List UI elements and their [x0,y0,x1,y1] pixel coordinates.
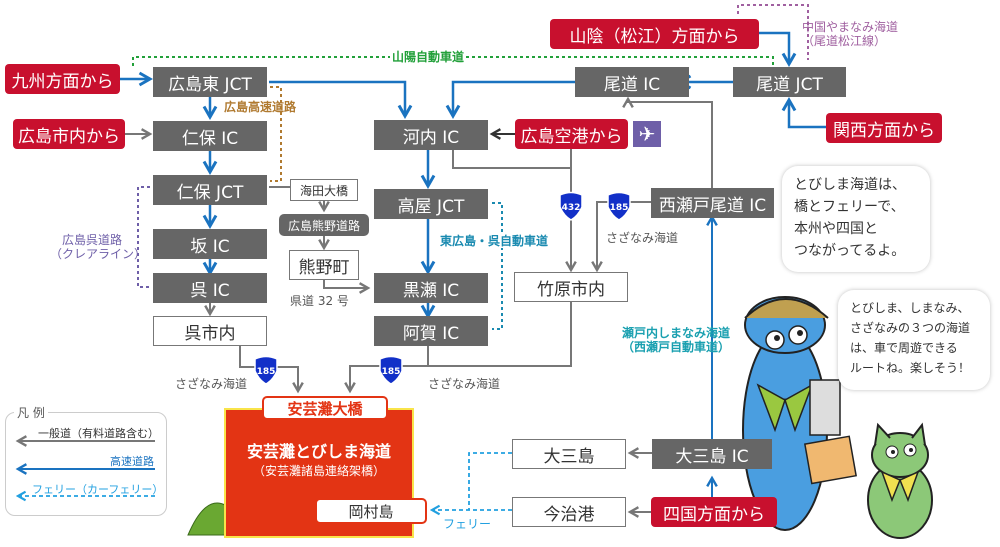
label-prefectural-road-32: 県道 32 号 [290,294,349,308]
place-imabari-port[interactable]: 今治港 [512,497,626,527]
airplane-icon: ✈ [633,121,661,147]
road-hiroshima-kumano: 広島熊野道路 [279,214,369,236]
chugoku-yamanami-line [737,4,809,60]
label-kure-road-sub: （クレアライン） [50,247,147,261]
route-shield-432-number: 432 [562,203,581,213]
higashihiroshima-kure-line [492,202,503,330]
ic-nishiseto-onomichi[interactable]: 西瀬戸尾道 IC [651,188,774,218]
label-chugoku-yamanami-sub: （尾道松江線） [802,34,887,48]
origin-airport[interactable]: 広島空港から [515,119,628,149]
label-ferry: フェリー [443,517,492,531]
place-kaita-bridge[interactable]: 海田大橋 [290,179,358,201]
place-takehara-city[interactable]: 竹原市内 [514,272,628,302]
route-shield-185-a: 185 [253,355,279,385]
label-sazanami-right: さざなみ海道 [606,231,679,245]
speech-bubble-upper: とびしま海道は、 橋とフェリーで、 本州や四国と つながってるよ。 [782,166,930,272]
destination-title: 安芸灘とびしま海道 [246,442,391,461]
destination-subtitle: （安芸灘諸島連絡架橋） [252,464,385,478]
route-shield-185-c: 185 [606,191,632,221]
ic-takaya-jct[interactable]: 高屋 JCT [374,189,488,219]
kure-road-line [137,186,150,288]
label-shimanami-sub: （西瀬戸自動車道） [621,340,730,354]
bubble-upper-line: つながってるよ。 [794,243,906,259]
ic-aga[interactable]: 阿賀 IC [374,316,488,346]
legend-expressway: 高速道路 [110,455,154,468]
bubble-lower-line: とびしま、しまなみ、 [850,301,970,315]
bubble-lower-line: ルートね。楽しそう！ [850,361,971,375]
bubble-lower-line: さざなみの３つの海道 [850,321,971,335]
label-chugoku-yamanami-name: 中国やまなみ海道 [802,20,899,34]
ic-hiroshima-higashi-jct[interactable]: 広島東 JCT [153,67,267,97]
green-cat-illustration [867,422,933,539]
ic-saka[interactable]: 坂 IC [153,229,267,259]
bubble-upper-line: 橋とフェリーで、 [794,199,905,215]
origin-kansai[interactable]: 関西方面から [826,113,942,143]
legend-general-road: 一般道（有料道路含む） [38,427,159,440]
origin-kyushu[interactable]: 九州方面から [5,64,120,94]
bubble-lower-line: は、車で周遊できる [850,341,958,355]
speech-bubble-lower: とびしま、しまなみ、 さざなみの３つの海道 は、車で周遊できる ルートね。楽しそ… [838,290,990,390]
legend-box [5,412,167,516]
label-shimanami-name: 瀬戸内しまなみ海道 [621,326,730,340]
place-okamurajima[interactable]: 岡村島 [315,498,427,524]
route-shield-185-a-number: 185 [257,367,276,377]
label-higashihiroshima-kure: 東広島・呉自動車道 [440,234,549,248]
blue-mascot-illustration [742,296,857,531]
label-sanyo-expressway: 山陽自動車道 [390,50,467,64]
ic-kurose[interactable]: 黒瀬 IC [374,273,488,303]
route-shield-185-b: 185 [378,355,404,385]
legend-ferry: フェリー（カーフェリー） [32,483,164,496]
origin-shikoku[interactable]: 四国方面から [651,497,777,527]
ic-kure[interactable]: 呉 IC [153,273,267,303]
bubble-upper-line: 本州や四国と [794,221,878,237]
label-kure-road: 広島呉道路 （クレアライン） [50,233,147,261]
ic-niho-jct[interactable]: 仁保 JCT [153,175,267,205]
ic-onomichi[interactable]: 尾道 IC [575,67,689,97]
ic-kouchi[interactable]: 河内 IC [374,120,488,150]
ic-onomichi-jct[interactable]: 尾道 JCT [733,67,846,97]
origin-hiroshima-city[interactable]: 広島市内から [13,119,125,149]
place-kumano-town[interactable]: 熊野町 [289,250,359,280]
akinada-bridge-tag[interactable]: 安芸灘大橋 [262,396,388,420]
route-shield-185-c-number: 185 [610,203,629,213]
ic-omishima[interactable]: 大三島 IC [652,439,772,469]
ic-niho[interactable]: 仁保 IC [153,121,267,151]
label-kure-road-name: 広島呉道路 [61,233,122,247]
origin-sanin[interactable]: 山陰（松江）方面から [550,19,759,49]
label-sazanami-left: さざなみ海道 [175,377,248,391]
label-hiroshima-expressway: 広島高速道路 [224,100,297,114]
label-chugoku-yamanami: 中国やまなみ海道 （尾道松江線） [802,20,898,48]
place-kure-city[interactable]: 呉市内 [153,316,267,346]
bubble-upper-line: とびしま海道は、 [794,177,906,193]
route-shield-185-b-number: 185 [382,367,401,377]
label-sazanami-center: さざなみ海道 [428,377,501,391]
route-shield-432: 432 [558,191,584,221]
label-shimanami: 瀬戸内しまなみ海道 （西瀬戸自動車道） [615,326,737,354]
hiroshima-expressway-line [270,86,282,182]
legend-title: 凡 例 [14,404,48,421]
place-omishima[interactable]: 大三島 [512,439,626,469]
